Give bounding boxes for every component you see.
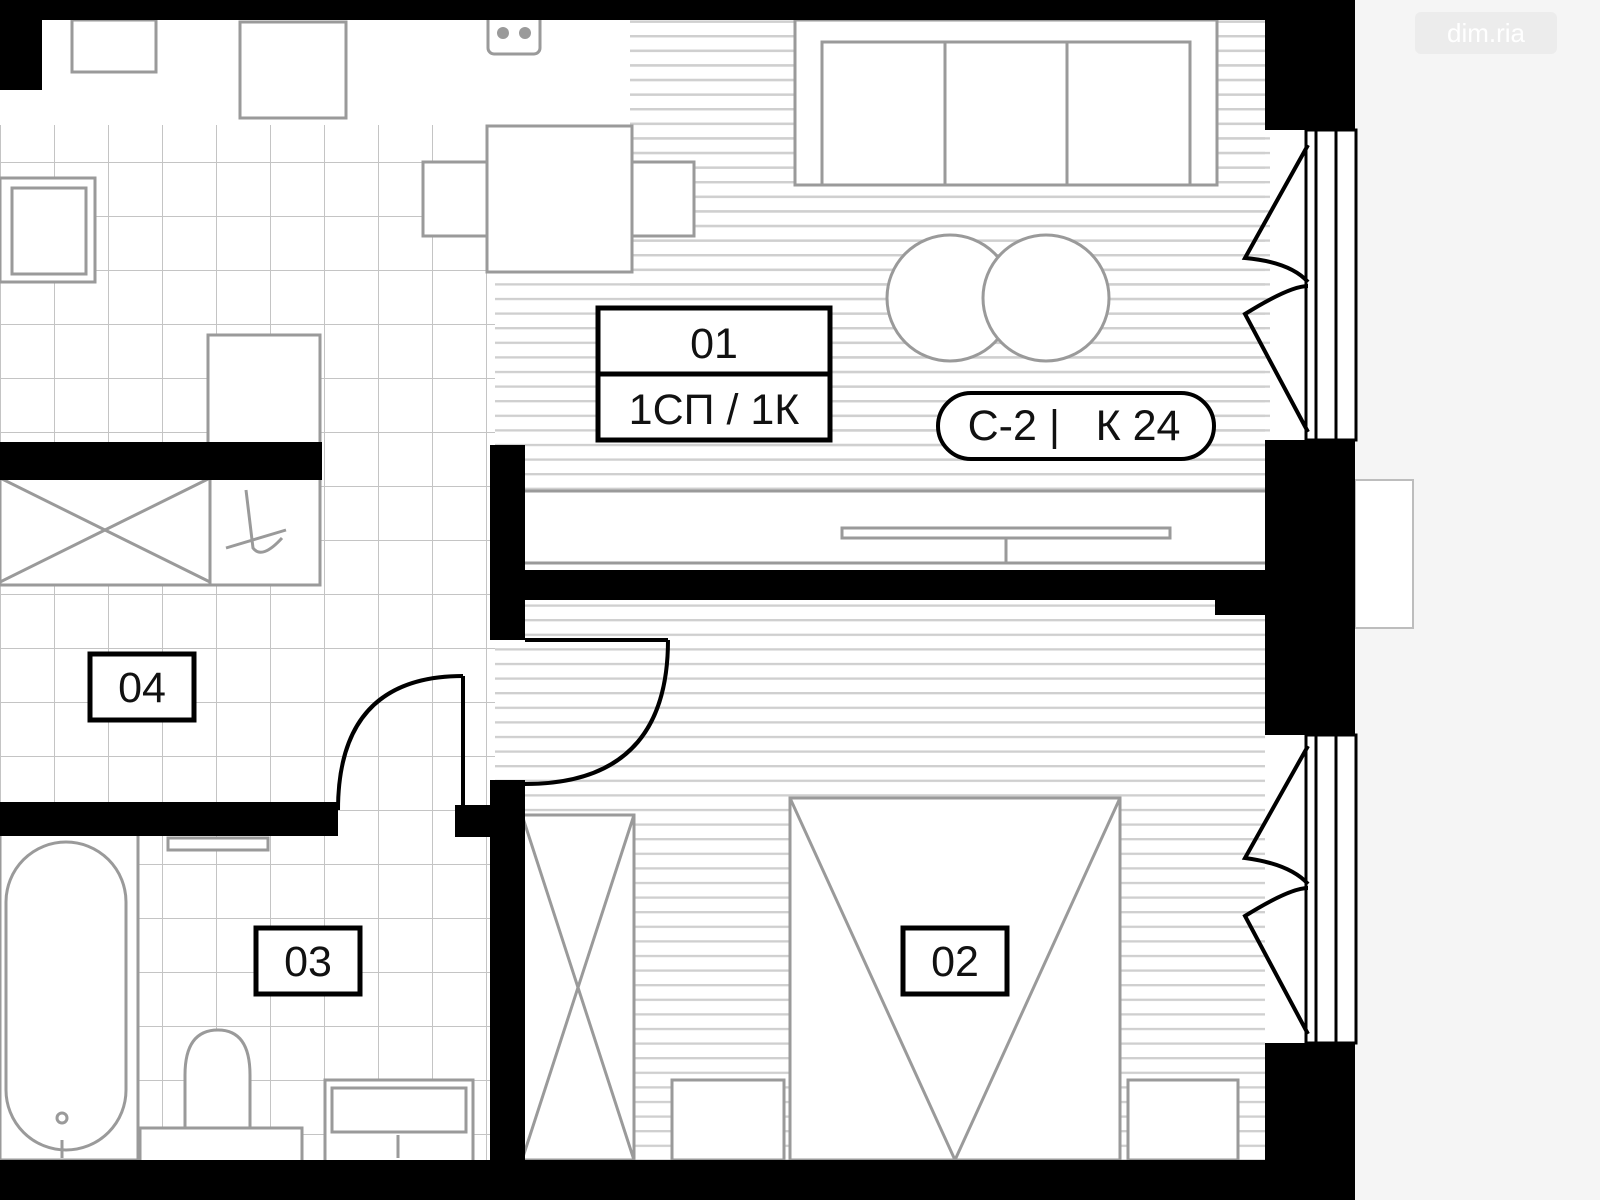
bedroom-furniture xyxy=(520,796,1240,1162)
room-03-label: 03 xyxy=(253,925,363,997)
section-label: С-2 | xyxy=(968,402,1060,450)
kitchen-furniture xyxy=(0,10,696,449)
bathroom-fixtures xyxy=(0,828,475,1165)
tv-console xyxy=(520,489,1274,565)
apartment-label: К 24 xyxy=(1096,402,1181,450)
side-tables xyxy=(885,233,1111,363)
watermark-text: dim.ria xyxy=(1447,18,1526,48)
walls xyxy=(0,0,1355,1200)
room-01-label: 01 1СП / 1К xyxy=(595,305,833,443)
room-03-number: 03 xyxy=(284,938,332,986)
watermark: dim.ria xyxy=(1415,12,1557,54)
hall-wardrobe xyxy=(0,473,322,587)
section-apartment-tag: С-2 | К 24 xyxy=(936,391,1216,461)
doors xyxy=(336,638,670,811)
terrace-outline xyxy=(1354,479,1414,629)
room-04-label: 04 xyxy=(87,651,197,723)
room-02-number: 02 xyxy=(931,938,979,986)
sofa xyxy=(793,18,1219,187)
room-04-number: 04 xyxy=(118,664,166,712)
room-02-label: 02 xyxy=(900,925,1010,997)
room-01-number: 01 xyxy=(690,320,738,368)
windows xyxy=(1241,128,1358,1045)
room-01-type: 1СП / 1К xyxy=(629,386,800,434)
